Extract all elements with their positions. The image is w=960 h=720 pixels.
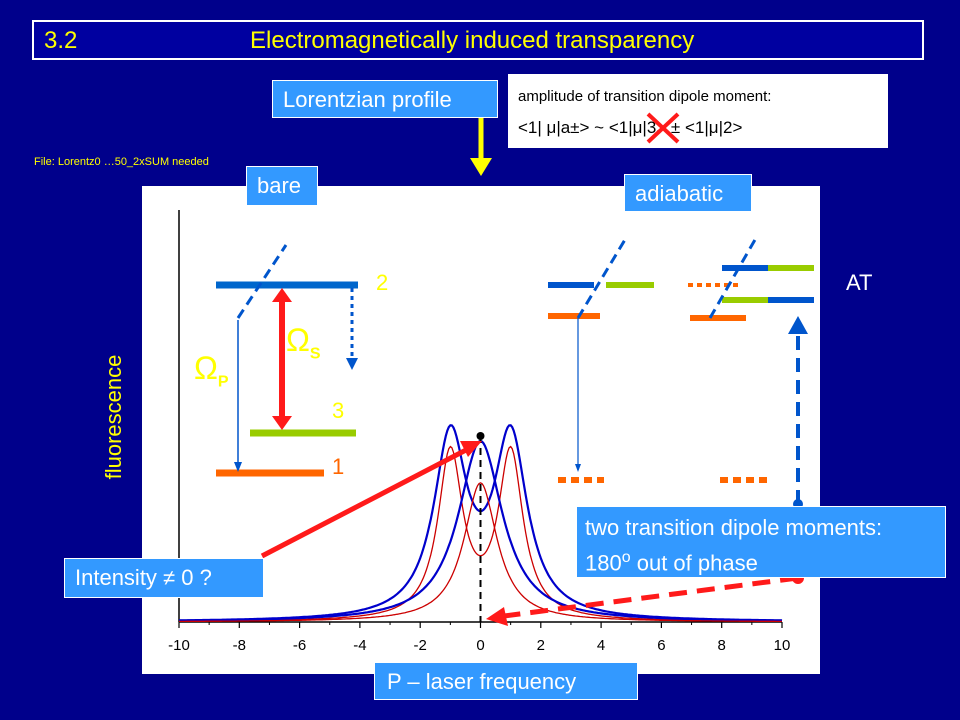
x-tick-label: -8	[233, 637, 246, 654]
x-tick-label: 2	[537, 637, 545, 654]
laser-frequency-label: P – laser frequency	[374, 662, 638, 700]
amplitude-box-heading: amplitude of transition dipole moment:	[518, 88, 772, 105]
intensity-arrow	[260, 447, 468, 559]
omega-p-subscript: P	[217, 373, 229, 391]
degree-symbol: o	[621, 549, 631, 566]
decay-arrowhead	[346, 358, 358, 370]
amplitude-box: amplitude of transition dipole moment: <…	[508, 74, 888, 148]
x-tick-label: 6	[657, 637, 665, 654]
dipole-box-line1: two transition dipole moments:	[585, 515, 883, 540]
bare-virtual-level	[236, 244, 288, 319]
x-tick-label: 8	[718, 637, 726, 654]
omega-s-subscript: S	[309, 345, 321, 363]
file-note: File: Lorentz0 …50_2xSUM needed	[34, 156, 209, 168]
omega-s-symbol: Ω	[286, 322, 310, 358]
dipole-arrow-red-head	[486, 607, 508, 626]
lorentzian-profile-label: Lorentzian profile	[272, 80, 498, 118]
dipole-phase-text: out of phase	[630, 550, 758, 576]
strike-cross-icon	[646, 112, 680, 144]
omega-p-symbol: Ω	[194, 350, 218, 386]
level-2-label: 2	[376, 270, 389, 295]
adiabatic-virtual-level	[576, 237, 628, 319]
omega-p-arrowhead	[234, 462, 242, 472]
amplitude-box-formula: <1| μ|a±> ~ <1|μ|3> ± <1|μ|2>	[518, 118, 743, 137]
x-tick-label: 4	[597, 637, 605, 654]
zero-marker-dot	[476, 432, 485, 440]
level-3-label: 3	[332, 398, 345, 423]
at-label: AT	[846, 270, 873, 295]
omega-s-arrowhead-down	[272, 416, 292, 430]
x-tick-label: 0	[476, 637, 484, 654]
omega-p-label: ΩP	[194, 350, 229, 391]
x-tick-label: -10	[168, 637, 190, 654]
x-tick-label: 10	[774, 637, 791, 654]
series-line-4	[179, 482, 782, 623]
omega-s-label: ΩS	[286, 322, 321, 363]
dipole-arrow-blue-head	[788, 316, 808, 334]
intensity-arrowhead	[460, 441, 482, 457]
x-tick-label: -2	[414, 637, 427, 654]
omega-s-arrowhead-up	[272, 288, 292, 302]
section-number: 3.2	[44, 27, 78, 54]
y-axis-label: fluorescence	[101, 354, 126, 480]
x-tick-label: -6	[293, 637, 306, 654]
intensity-label: Intensity ≠ 0 ?	[64, 558, 264, 598]
x-tick-label: -4	[353, 637, 366, 654]
bare-label: bare	[246, 166, 318, 206]
lorentz-chart: -10 -8 -6 -4 -2 0 2 4 6 8 10	[168, 210, 791, 654]
level-1-label: 1	[332, 454, 345, 479]
title-bar: 3.2 Electromagnetically induced transpar…	[32, 20, 924, 60]
dipole-box-line2: 180o out of phase	[585, 543, 945, 578]
lorentzian-arrowhead	[470, 158, 492, 176]
adiabatic-probe-arrowhead	[575, 464, 581, 472]
dipole-angle: 180	[585, 550, 622, 576]
dipole-box: two transition dipole moments: 180o out …	[576, 506, 946, 578]
dipole-arrow-red	[503, 575, 799, 619]
slide-title: Electromagnetically induced transparency	[250, 27, 695, 54]
at-virtual-level	[708, 237, 758, 319]
adiabatic-label: adiabatic	[624, 174, 752, 212]
